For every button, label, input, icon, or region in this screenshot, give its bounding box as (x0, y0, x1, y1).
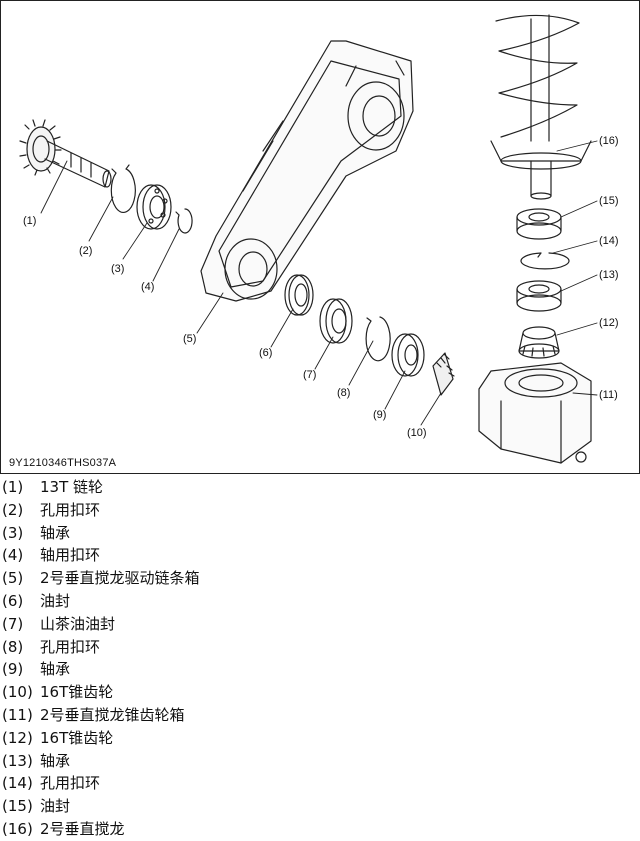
part-bearing-9 (391, 333, 425, 377)
legend-text: 油封 (40, 591, 71, 610)
legend-text: 2号垂直搅龙 (40, 819, 125, 838)
callout-2: (2) (79, 245, 93, 257)
legend-number: (8) (2, 637, 24, 656)
legend-number: (14) (2, 774, 33, 793)
legend-item: (13) 轴承 (2, 750, 638, 773)
legend-item: (11) 2号垂直搅龙锥齿轮箱 (2, 704, 638, 727)
callout-16: (16) (599, 135, 619, 147)
part-circlip-4 (175, 208, 193, 234)
legend-item: (1) 13T 链轮 (2, 476, 638, 499)
part-bevel-gear-10 (432, 352, 455, 396)
legend-text: 孔用扣环 (40, 637, 101, 656)
callout-4: (4) (141, 281, 155, 293)
legend-number: (4) (2, 546, 24, 565)
callout-15: (15) (599, 195, 619, 207)
part-chain-case (200, 40, 414, 302)
callout-8: (8) (337, 387, 351, 399)
parts-legend: (1) 13T 链轮 (2) 孔用扣环 (3) 轴承 (4) 轴用扣环 (5) 2号垂直搅… (2, 476, 638, 841)
legend-item: (9) 轴承 (2, 658, 638, 681)
legend-item: (6) 油封 (2, 590, 638, 613)
legend-item: (5) 2号垂直搅龙驱动链条箱 (2, 567, 638, 590)
legend-text: 16T锥齿轮 (40, 728, 114, 747)
callout-11: (11) (599, 389, 618, 401)
callout-14: (14) (599, 235, 619, 247)
part-bearing-13 (516, 280, 562, 312)
legend-item: (14) 孔用扣环 (2, 772, 638, 795)
callout-3: (3) (111, 263, 125, 275)
legend-number: (11) (2, 705, 33, 724)
legend-number: (6) (2, 591, 24, 610)
legend-item: (3) 轴承 (2, 522, 638, 545)
legend-item: (10) 16T锥齿轮 (2, 681, 638, 704)
legend-text: 13T 链轮 (40, 478, 104, 496)
exploded-drawing (19, 13, 598, 464)
exploded-view-figure: (1) (2) (3) (4) (5) (6) (7) (8) (9) (10)… (0, 0, 640, 474)
part-oil-seal-6 (284, 274, 314, 316)
legend-number: (10) (2, 683, 33, 702)
legend-text: 16T锥齿轮 (40, 683, 114, 702)
legend-number: (5) (2, 569, 24, 588)
part-bevel-gear-12 (518, 326, 560, 359)
legend-item: (2) 孔用扣环 (2, 499, 638, 522)
legend-item: (8) 孔用扣环 (2, 636, 638, 659)
legend-number: (16) (2, 819, 33, 838)
legend-item: (15) 油封 (2, 795, 638, 818)
legend-item: (16) 2号垂直搅龙 (2, 818, 638, 841)
callout-7: (7) (303, 369, 317, 381)
legend-number: (9) (2, 660, 24, 679)
callout-13: (13) (599, 269, 619, 281)
callout-9: (9) (373, 409, 387, 421)
callout-1: (1) (23, 215, 37, 227)
legend-text: 2号垂直搅龙驱动链条箱 (40, 569, 200, 588)
part-gear-box (478, 362, 592, 464)
part-seal-7 (319, 298, 353, 344)
legend-text: 孔用扣环 (40, 774, 101, 793)
legend-number: (2) (2, 500, 24, 519)
legend-text: 2号垂直搅龙锥齿轮箱 (40, 705, 185, 724)
legend-item: (7) 山茶油油封 (2, 613, 638, 636)
part-oil-seal-15 (516, 208, 562, 240)
legend-item: (12) 16T锥齿轮 (2, 727, 638, 750)
figure-id-code: 9Y1210346THS037A (9, 457, 117, 469)
part-bearing-3 (136, 184, 172, 230)
part-auger (490, 13, 592, 200)
part-circlip-14 (520, 252, 570, 270)
legend-text: 孔用扣环 (40, 500, 101, 519)
legend-number: (3) (2, 523, 24, 542)
legend-number: (7) (2, 614, 24, 633)
legend-text: 油封 (40, 797, 71, 816)
legend-text: 山茶油油封 (40, 614, 116, 633)
part-sprocket-13t (19, 119, 112, 188)
legend-number: (13) (2, 751, 33, 770)
legend-number: (12) (2, 728, 33, 747)
callout-6: (6) (259, 347, 273, 359)
callout-5: (5) (183, 333, 197, 345)
legend-item: (4) 轴用扣环 (2, 544, 638, 567)
part-circlip-2 (110, 164, 136, 214)
part-circlip-8 (365, 316, 391, 362)
legend-text: 轴承 (40, 751, 71, 770)
legend-text: 轴承 (40, 660, 71, 679)
callout-12: (12) (599, 317, 619, 329)
legend-text: 轴承 (40, 523, 71, 542)
leader-lines (40, 140, 598, 426)
callout-10: (10) (407, 427, 427, 439)
legend-number: (15) (2, 797, 33, 816)
legend-number: (1) (2, 478, 24, 496)
legend-text: 轴用扣环 (40, 546, 101, 565)
